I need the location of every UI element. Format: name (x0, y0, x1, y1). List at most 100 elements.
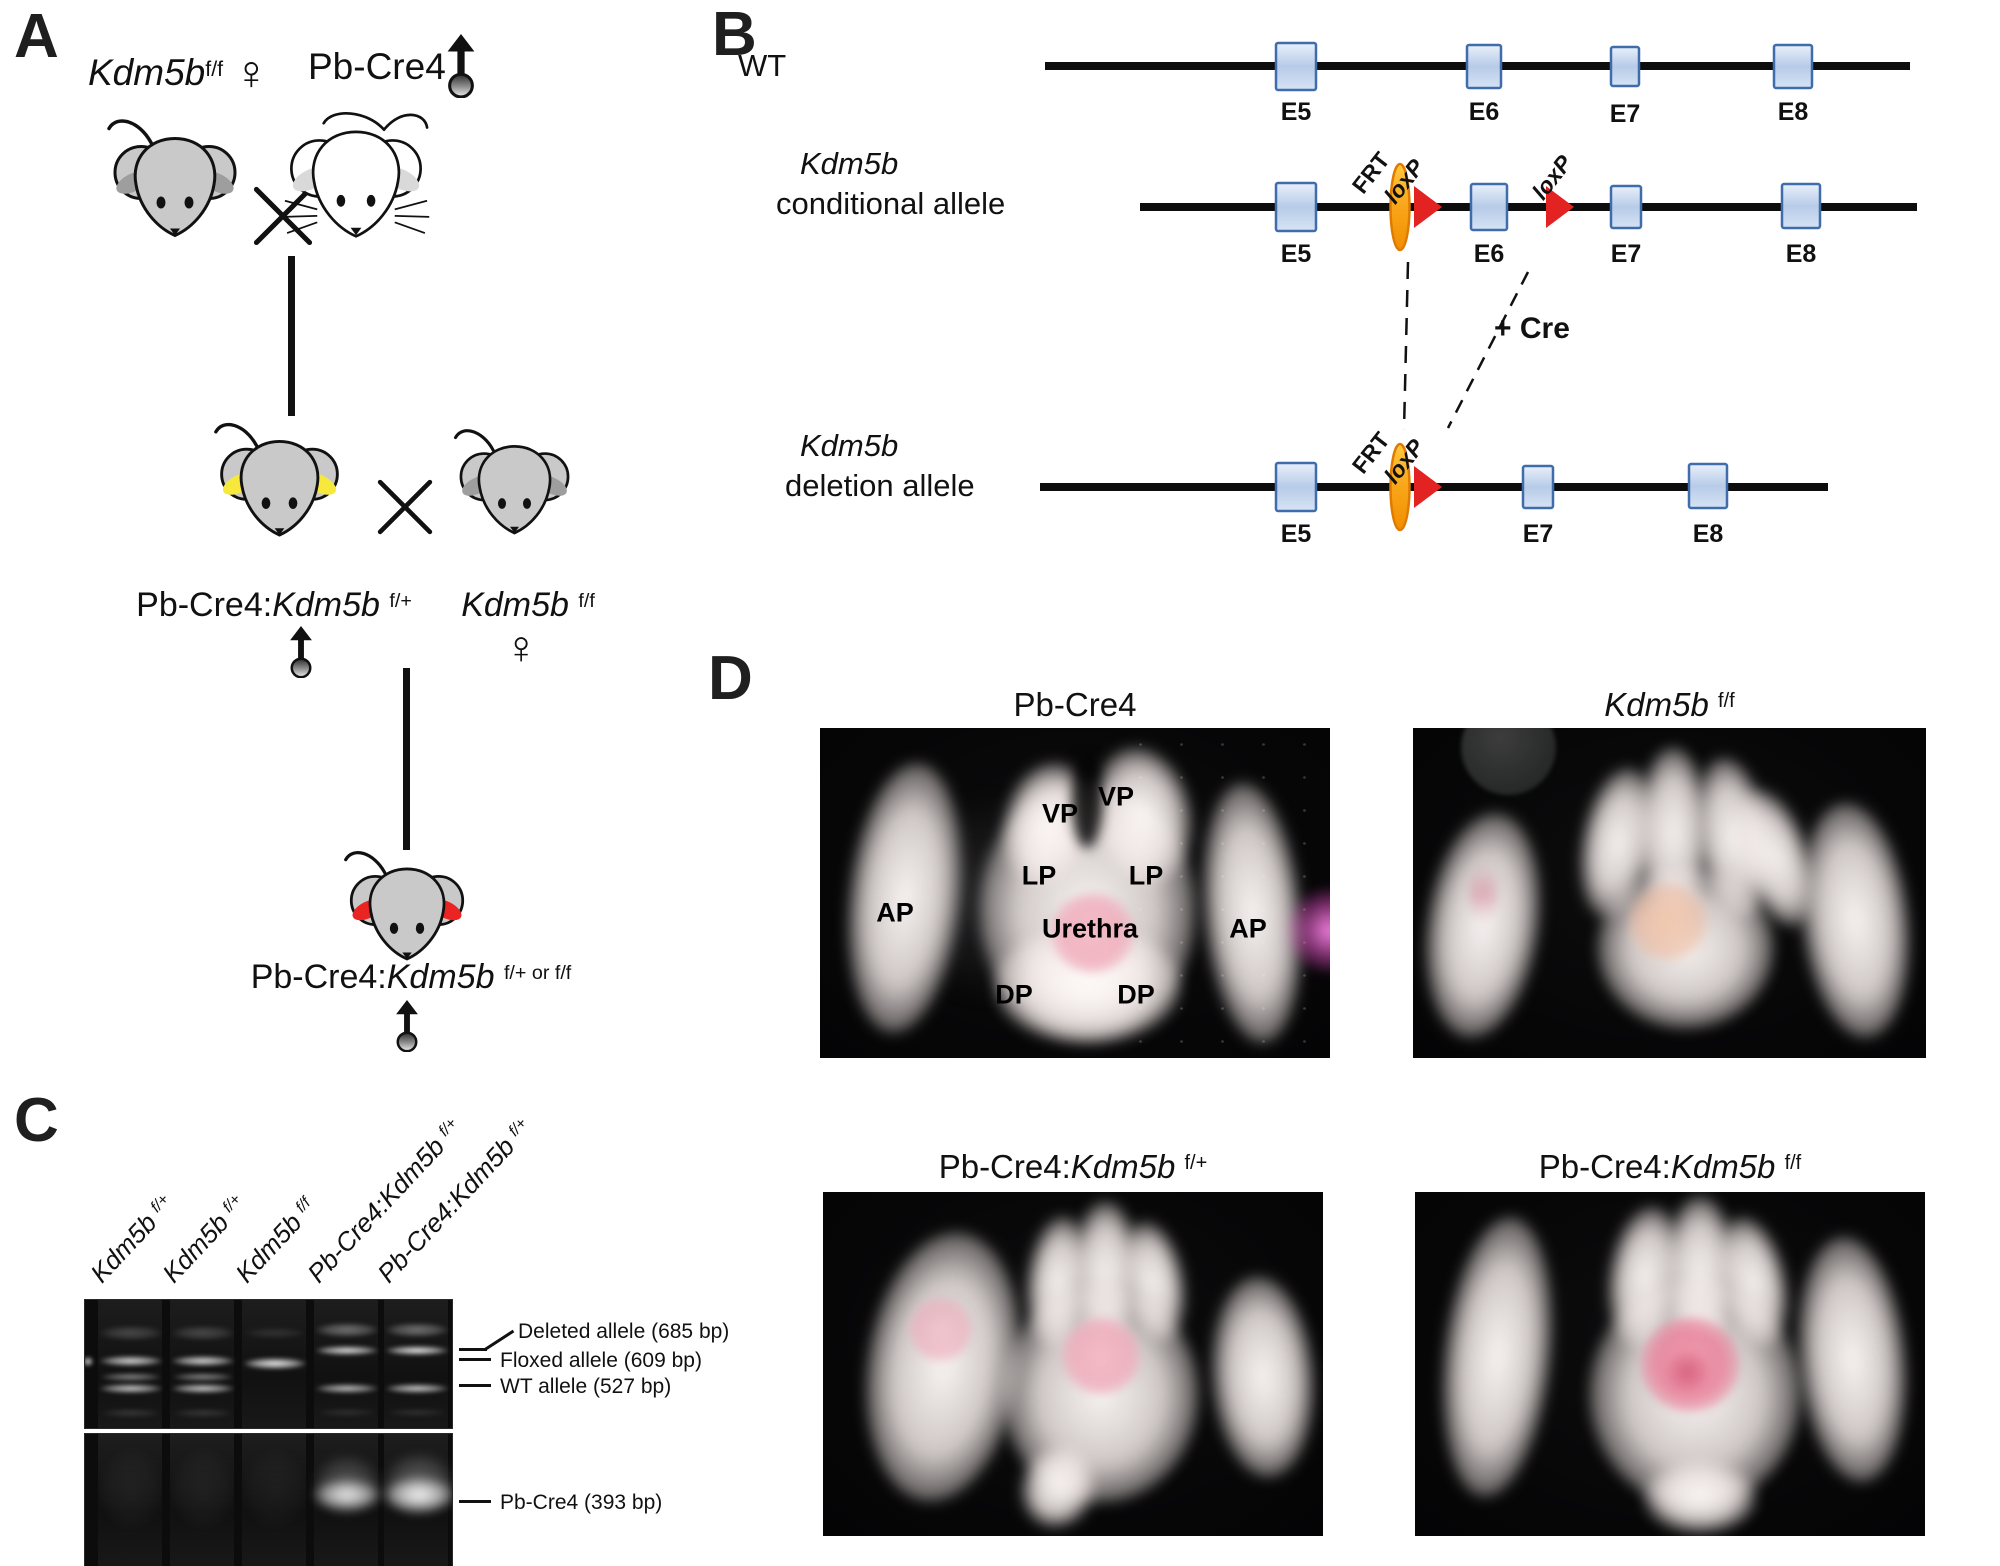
tissue-label-ap: AP (876, 897, 914, 928)
exon-box (1469, 182, 1509, 232)
band-pointer (459, 1384, 491, 1387)
male-symbol-icon (447, 34, 475, 98)
mouse-male-parent (282, 111, 430, 238)
exon-label: E7 (1609, 100, 1641, 128)
deleted-allele-annotation: Deleted allele (685 bp) (518, 1320, 730, 1343)
tissue-label-ap: AP (1229, 913, 1267, 944)
band-pointer (459, 1348, 487, 1351)
tissue-label-dp: DP (995, 979, 1033, 1010)
photo-title-kdm5bff: Kdm5b f/f (1604, 686, 1735, 723)
allele-diagram (1040, 41, 1917, 532)
exon-label: E5 (1280, 98, 1312, 126)
gene-name: Kdm5b (386, 958, 495, 996)
genotyping-gel-bottom (84, 1433, 453, 1566)
male-parent-label: Pb-Cre4 (308, 46, 446, 87)
loxp-site (1414, 186, 1442, 228)
urethra-tissue (1050, 893, 1135, 973)
exon-box (1274, 181, 1318, 233)
tissue-label-lp: LP (1128, 860, 1164, 891)
cross-icon (377, 479, 433, 535)
loxp-site (1414, 466, 1442, 508)
exon-label: E8 (1692, 520, 1724, 548)
exon-box (1772, 43, 1814, 90)
pbcre4-annotation: Pb-Cre4 (393 bp) (500, 1491, 663, 1514)
gene-name: Kdm5b (461, 586, 569, 624)
band-pointer (459, 1358, 491, 1361)
offspring-label: Pb-Cre4:Kdm5b f/+ or f/f (246, 958, 576, 997)
panel-b-label: B (712, 0, 757, 69)
female-symbol-icon: ♀ (233, 47, 270, 100)
exon-box (1274, 41, 1318, 92)
exon-box (1609, 184, 1643, 230)
descent-line (403, 668, 410, 850)
conditional-gene: Kdm5b (800, 146, 899, 181)
tissue-label-vp: VP (1041, 798, 1079, 829)
tissue-label-vp: VP (1097, 781, 1135, 812)
exon-label: E7 (1610, 240, 1642, 268)
exon-box (1521, 464, 1555, 510)
photo-title-pbcre4: Pb-Cre4 (1013, 686, 1137, 723)
genotype-superscript: f/+ (389, 590, 412, 612)
loxp-site (1546, 186, 1574, 228)
mouse-offspring (344, 851, 465, 961)
gene-name: Kdm5b (88, 52, 206, 93)
genotype-superscript: f/f (578, 590, 595, 612)
exon-box (1609, 45, 1641, 88)
recombination-line (1402, 261, 1410, 431)
exon-box (1687, 462, 1729, 510)
exon-label: E5 (1280, 240, 1312, 268)
male-symbol-icon (290, 626, 312, 678)
exon-box (1465, 43, 1503, 90)
plus-cre-label: + Cre (1494, 312, 1570, 345)
exon-label: E5 (1280, 520, 1312, 548)
exon-label: E8 (1785, 240, 1817, 268)
frt-site (1389, 162, 1411, 252)
genotype-superscript: f/f (205, 57, 224, 81)
cre-prefix: Pb-Cre4: (136, 586, 273, 624)
female-parent-label: Kdm5bf/f ♀ (88, 42, 270, 100)
urethra-tissue (1061, 1317, 1141, 1395)
male-symbol-icon (396, 1000, 418, 1052)
exon-label: E7 (1522, 520, 1554, 548)
wt-allele-annotation: WT allele (527 bp) (500, 1375, 672, 1398)
band-pointer (459, 1500, 491, 1503)
exon-box (1274, 461, 1318, 513)
prostate-photo-het (823, 1192, 1323, 1536)
frt-site (1389, 442, 1411, 532)
band-pointer (484, 1329, 515, 1351)
conditional-desc: conditional allele (776, 186, 1006, 221)
mouse-f1-male (214, 422, 339, 537)
cre-prefix: Pb-Cre4: (250, 958, 387, 996)
photo-title-het: Pb-Cre4:Kdm5b f/+ (938, 1148, 1208, 1185)
photo-title-ko: Pb-Cre4:Kdm5b f/f (1538, 1148, 1802, 1185)
tissue-label-lp: LP (1021, 860, 1057, 891)
tissue-label-dp: DP (1117, 979, 1155, 1010)
deletion-desc: deletion allele (785, 468, 975, 503)
floxed-allele-annotation: Floxed allele (609 bp) (500, 1349, 702, 1372)
mouse-female-parent (107, 119, 237, 238)
descent-line (288, 256, 295, 416)
cross-icon (253, 186, 313, 246)
gene-name: Kdm5b (272, 586, 380, 624)
mouse-f1-female (454, 429, 570, 535)
exon-label: E8 (1777, 98, 1809, 126)
female-symbol-icon: ♀ (504, 621, 539, 673)
wt-row-label: WT (738, 48, 787, 83)
genotype-superscript: f/+ or f/f (503, 962, 572, 984)
f1-male-label: Pb-Cre4:Kdm5b f/+ (128, 586, 420, 625)
tissue-label-urethra: Urethra (1041, 913, 1139, 944)
panel-a-label: A (14, 2, 59, 71)
prostate-photo-ko (1415, 1192, 1925, 1536)
panel-c-label: C (14, 1086, 59, 1155)
prostate-photo-kdm5bff (1413, 728, 1926, 1058)
recombination-line (1446, 271, 1530, 429)
deletion-gene: Kdm5b (800, 428, 899, 463)
genotyping-gel-top (84, 1299, 453, 1429)
air-bubble (1461, 728, 1556, 795)
prostate-photo-pbcre4: VP VP LP LP Urethra AP AP DP DP (820, 728, 1330, 1058)
urethra-tissue (1628, 883, 1708, 961)
f1-female-label: Kdm5b f/f (448, 586, 608, 625)
exon-box (1780, 182, 1822, 230)
exon-label: E6 (1473, 240, 1505, 268)
